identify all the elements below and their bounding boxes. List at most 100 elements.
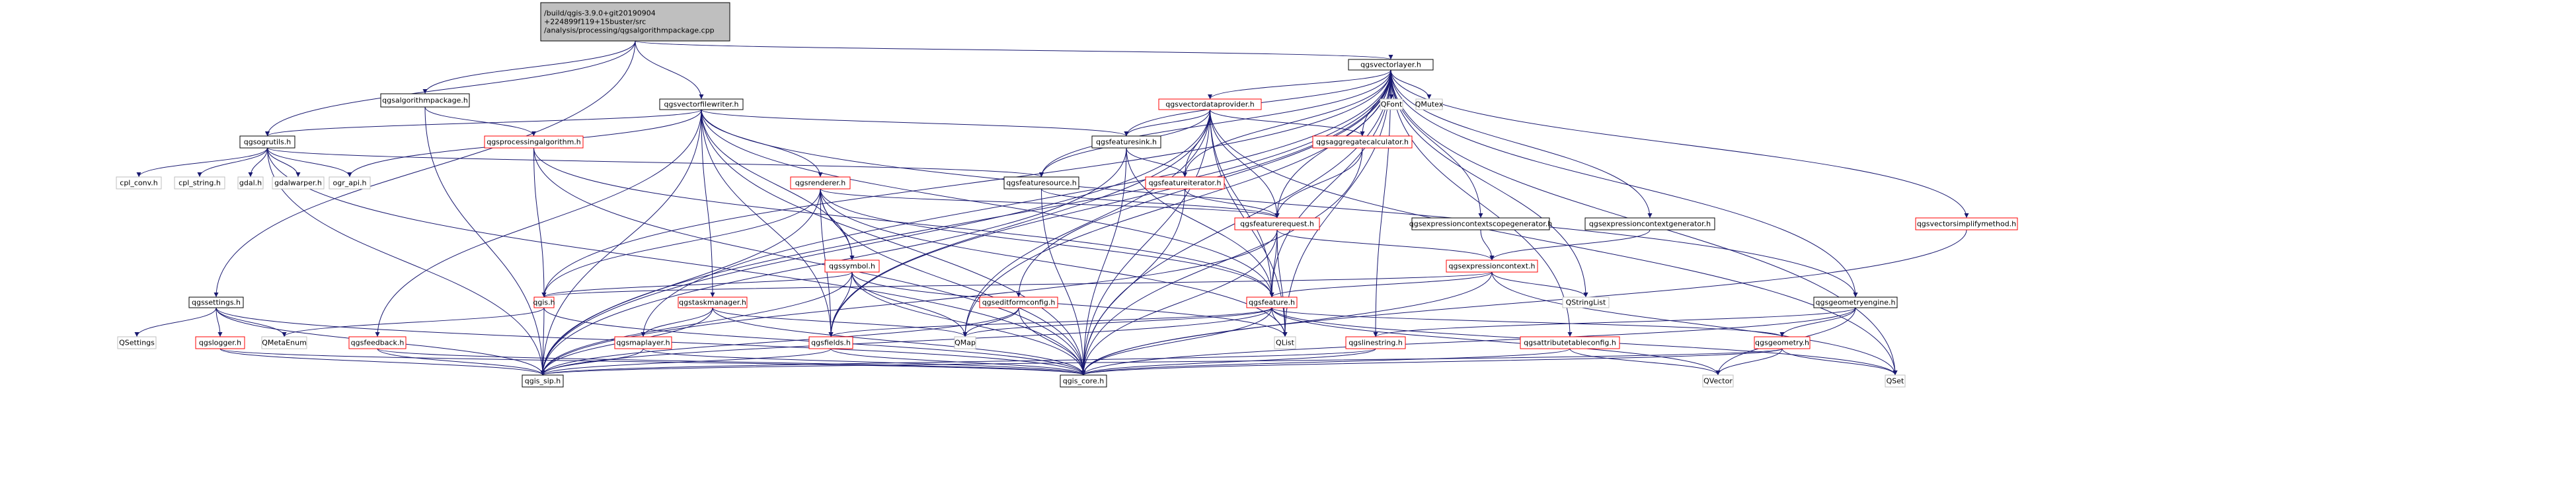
node-qgslogger-h[interactable]: qgslogger.h	[195, 336, 245, 349]
node-root[interactable]: /build/qgis-3.9.0+git20190904+224899f119…	[540, 2, 730, 42]
edge-qgsvectordataprovider_h-to-qgsfeaturerequest_h	[1210, 109, 1280, 219]
node-qgsmaplayer-h[interactable]: qgsmaplayer.h	[614, 336, 672, 349]
node-qgsexpressioncontext-h[interactable]: qgsexpressioncontext.h	[1446, 260, 1538, 273]
node-label: qgsogrutils.h	[244, 138, 292, 147]
node-label: qgslinestring.h	[1348, 339, 1403, 347]
node-qgsfeaturerequest-h[interactable]: qgsfeaturerequest.h	[1234, 217, 1320, 230]
edge-qgsvectordataprovider_h-to-qgis_core_h	[1081, 109, 1210, 376]
node-label: cpl_string.h	[178, 179, 221, 188]
node-label: qgis_sip.h	[525, 377, 561, 386]
edge-qgssymbol_h-to-qgis_core_h	[851, 271, 1086, 376]
node-label: qgsvectorlayer.h	[1360, 61, 1421, 69]
node-label: gdal.h	[239, 179, 262, 188]
node-qgis-h[interactable]: qgis.h	[533, 296, 555, 308]
edge-qgseditformconfig_h-to-qgis_core_h	[1018, 307, 1086, 376]
node-label: qgsgeometryengine.h	[1816, 298, 1896, 307]
node-box	[116, 176, 162, 190]
node-label: qgsaggregatecalculator.h	[1316, 138, 1409, 147]
edge-qgssettings_h-to-QSettings	[134, 307, 217, 337]
node-qgsgeometry-h[interactable]: qgsgeometry.h	[1754, 336, 1811, 349]
edge-qgsvectordataprovider_h-to-qgsfields_h	[828, 109, 1210, 337]
node-box	[824, 260, 880, 273]
edge-qgsfeature_h-to-qgsgeometry_h	[1271, 307, 1785, 337]
node-qgis-core-h[interactable]: qgis_core.h	[1060, 374, 1107, 388]
node-label: qgslogger.h	[199, 339, 241, 347]
node-label: cpl_conv.h	[120, 179, 157, 188]
node-box	[1520, 336, 1620, 349]
node-qgis-sip-h[interactable]: qgis_sip.h	[522, 374, 564, 388]
edge-qgsfeaturerequest_h-to-qgsexpressioncontext_h	[1276, 229, 1495, 261]
edge-qgsvectorlayer_h-to-QMap	[962, 69, 1391, 337]
edge-qgsvectorfilewriter_h-to-qgsgeometryengine_h	[701, 109, 1858, 298]
edge-root-to-qgsvectorlayer_h	[635, 40, 1393, 60]
edge-root-to-qgsogrutils_h	[265, 40, 636, 137]
edge-qgsalgorithmpackage_h-to-qgis_sip_h	[424, 106, 545, 376]
edge-qgslogger_h-to-qgis_sip_h	[219, 348, 545, 376]
edge-qgsogrutils_h-to-ogr_api_h	[267, 147, 352, 178]
edge-qgsrenderer_h-to-qgis_h	[541, 188, 821, 298]
node-qgsexpressioncontextscopegenerator-h[interactable]: qgsexpressioncontextscopegenerator.h	[1409, 217, 1553, 230]
node-qgsfeature-h[interactable]: qgsfeature.h	[1246, 296, 1298, 308]
edge-qgsvectorlayer_h-to-qgsfields_h	[828, 69, 1391, 337]
node-qgseditformconfig-h[interactable]: qgseditformconfig.h	[979, 296, 1058, 308]
edge-qgsexpressioncontext_h-to-qgis_h	[542, 271, 1493, 298]
edge-qgsattributetableconfig_h-to-qgis_core_h	[1081, 348, 1571, 376]
node-QMap: QMap	[954, 336, 976, 349]
node-box	[1312, 135, 1413, 149]
node-qgsgeometryengine-h[interactable]: qgsgeometryengine.h	[1813, 296, 1898, 308]
node-qgsvectorlayer-h[interactable]: qgsvectorlayer.h	[1348, 59, 1434, 71]
node-box	[1158, 98, 1262, 110]
node-box	[1813, 296, 1898, 308]
node-qgsprocessingalgorithm-h[interactable]: qgsprocessingalgorithm.h	[484, 135, 584, 149]
node-qgsvectorsimplifymethod-h[interactable]: qgsvectorsimplifymethod.h	[1915, 217, 2018, 230]
node-qgsfeaturesink-h[interactable]: qgsfeaturesink.h	[1091, 135, 1161, 149]
node-box	[1702, 374, 1734, 388]
edge-qgsexpressioncontext_h-to-qgsfeature_h	[1269, 271, 1493, 298]
node-label: qgssettings.h	[192, 298, 241, 307]
edge-qgsfeature_h-to-QList	[1271, 307, 1288, 337]
node-label: qgsvectordataprovider.h	[1165, 100, 1254, 109]
node-qgstaskmanager-h[interactable]: qgstaskmanager.h	[678, 296, 748, 308]
edge-qgslinestring_h-to-qgis_sip_h	[540, 348, 1376, 376]
edge-qgsvectordataprovider_h-to-QSet	[1210, 109, 1898, 376]
edge-qgsfeatureiterator_h-to-qgis_core_h	[1081, 188, 1185, 376]
node-qgsfeedback-h[interactable]: qgsfeedback.h	[348, 336, 407, 349]
edge-qgssymbol_h-to-QList	[851, 271, 1288, 337]
node-qgsalgorithmpackage-h[interactable]: qgsalgorithmpackage.h	[380, 93, 470, 108]
edge-qgsvectorlayer_h-to-qgis_h	[541, 69, 1391, 298]
node-box	[1060, 374, 1107, 388]
edge-qgsfeedback_h-to-qgis_core_h	[377, 348, 1086, 376]
node-qgsexpressioncontextgenerator-h[interactable]: qgsexpressioncontextgenerator.h	[1584, 217, 1715, 230]
edge-qgsvectordataprovider_h-to-qgsfeaturesink_h	[1124, 109, 1210, 137]
node-qgsaggregatecalculator-h[interactable]: qgsaggregatecalculator.h	[1312, 135, 1413, 149]
node-qgsrenderer-h[interactable]: qgsrenderer.h	[790, 176, 851, 190]
node-box	[1562, 296, 1610, 308]
node-qgsfeaturesource-h[interactable]: qgsfeaturesource.h	[1003, 176, 1079, 190]
node-label: qgsfeatureiterator.h	[1149, 179, 1222, 188]
edge-qgsexpressioncontext_h-to-QSet	[1491, 271, 1898, 376]
edge-qgsgeometry_h-to-QSet	[1781, 348, 1898, 376]
node-box	[1885, 374, 1906, 388]
node-label: qgsfeaturesink.h	[1096, 138, 1157, 147]
edge-qgsprocessingalgorithm_h-to-qgis_core_h	[533, 147, 1086, 376]
node-qgsattributetableconfig-h[interactable]: qgsattributetableconfig.h	[1520, 336, 1620, 349]
edge-qgsfeature_h-to-QVector	[1271, 307, 1721, 376]
node-qgsvectorfilewriter-h[interactable]: qgsvectorfilewriter.h	[659, 98, 744, 110]
node-label: qgsexpressioncontext.h	[1449, 262, 1536, 271]
node-qgsvectordataprovider-h[interactable]: qgsvectordataprovider.h	[1158, 98, 1262, 110]
node-qgslinestring-h[interactable]: qgslinestring.h	[1345, 336, 1406, 349]
edge-qgsvectorfilewriter_h-to-qgsfeaturesink_h	[701, 109, 1129, 137]
node-label: QSet	[1887, 377, 1904, 386]
node-label: QMap	[955, 339, 976, 347]
node-qgsfeatureiterator-h[interactable]: qgsfeatureiterator.h	[1145, 176, 1225, 190]
edge-qgstaskmanager_h-to-qgsmaplayer_h	[641, 307, 713, 337]
edge-qgsvectorfilewriter_h-to-qgssymbol_h	[701, 109, 855, 261]
node-label: qgsprocessingalgorithm.h	[487, 138, 581, 147]
node-qgssymbol-h[interactable]: qgssymbol.h	[824, 260, 880, 273]
edge-qgsfeaturesource_h-to-qgsfeaturerequest_h	[1041, 188, 1280, 219]
node-qgsfields-h[interactable]: qgsfields.h	[808, 336, 853, 349]
node-qgssettings-h[interactable]: qgssettings.h	[188, 296, 244, 308]
node-qgsogrutils-h[interactable]: qgsogrutils.h	[239, 135, 295, 149]
edge-qgsvectorlayer_h-to-QList	[1282, 69, 1391, 337]
edge-qgsgeometryengine_h-to-qgslinestring_h	[1373, 307, 1856, 337]
